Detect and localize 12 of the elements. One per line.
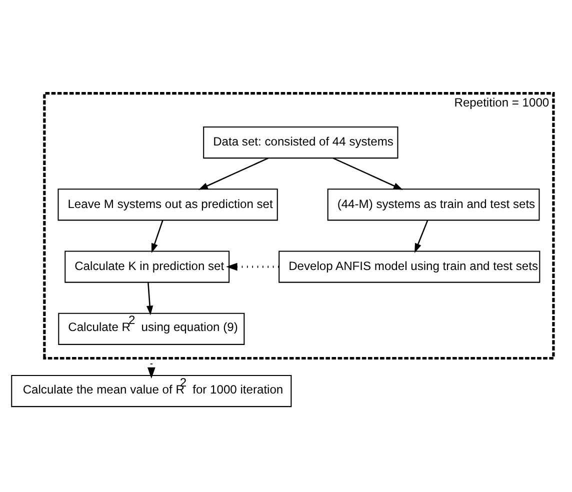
node-box: (44-M) systems as train and test sets [327, 188, 540, 220]
node-box: Calculate K in prediction set [64, 250, 230, 282]
arrow [147, 358, 156, 378]
arrow [198, 157, 268, 190]
arrow [151, 220, 164, 253]
node-box: Leave M systems out as prediction set [58, 188, 278, 220]
node-box: Data set: consisted of 44 systems [203, 126, 398, 158]
node-box: Develop ANFIS model using train and test sets [278, 250, 540, 282]
arrow [332, 157, 403, 190]
arrow [146, 282, 154, 315]
arrow [226, 262, 279, 270]
arrow [414, 220, 428, 252]
